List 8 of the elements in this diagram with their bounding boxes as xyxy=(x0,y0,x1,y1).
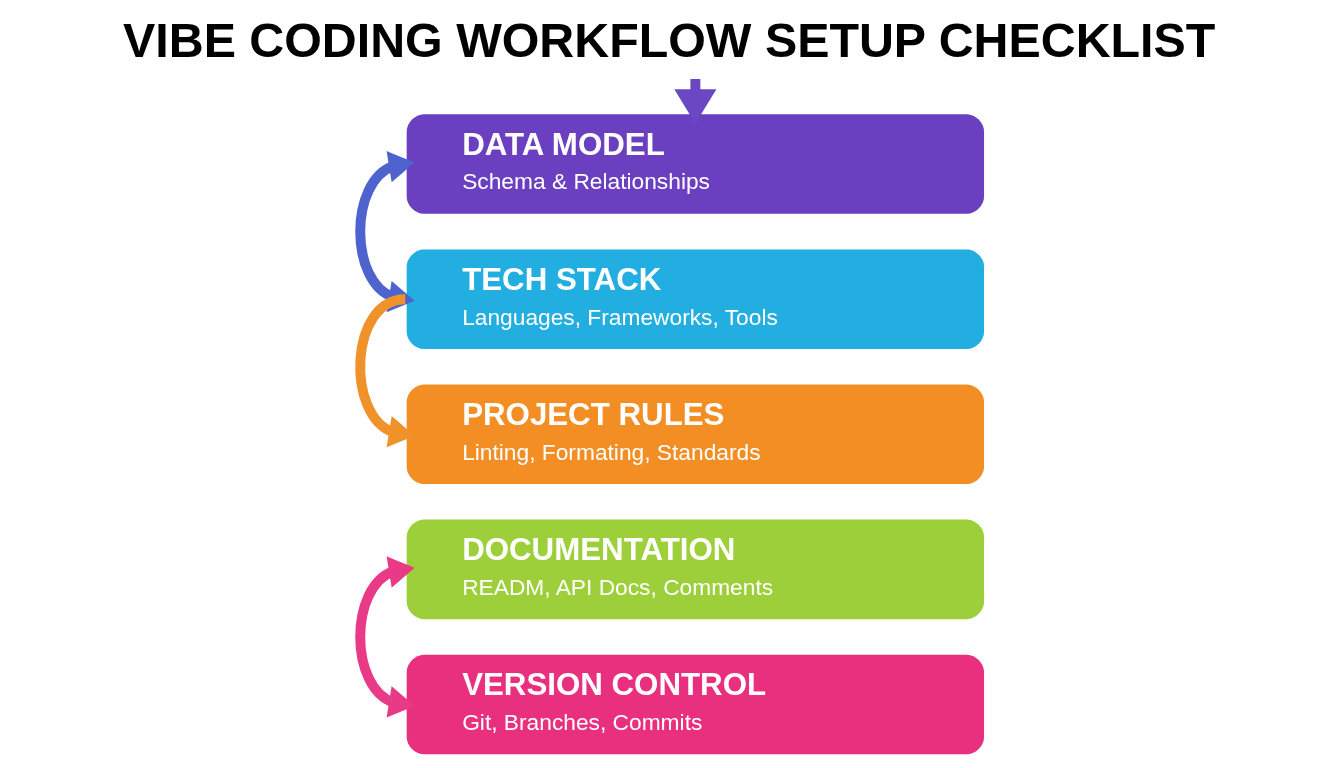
arrow xyxy=(355,556,415,718)
arrow xyxy=(355,294,415,448)
node-box: PROJECT RULES Linting, Formating, Standards xyxy=(406,384,985,485)
diagram-title: VIBE CODING WORKFLOW SETUP CHECKLIST xyxy=(123,12,1216,67)
node-box: TECH STACK Languages, Frameworks, Tools xyxy=(406,249,985,349)
node-box: DATA MODEL Schema & Relationships xyxy=(406,114,985,214)
node-box: DOCUMENTATION READM, API Docs, Comments xyxy=(406,519,985,620)
node-box: VERSION CONTROL Git, Branches, Commits xyxy=(406,654,985,755)
